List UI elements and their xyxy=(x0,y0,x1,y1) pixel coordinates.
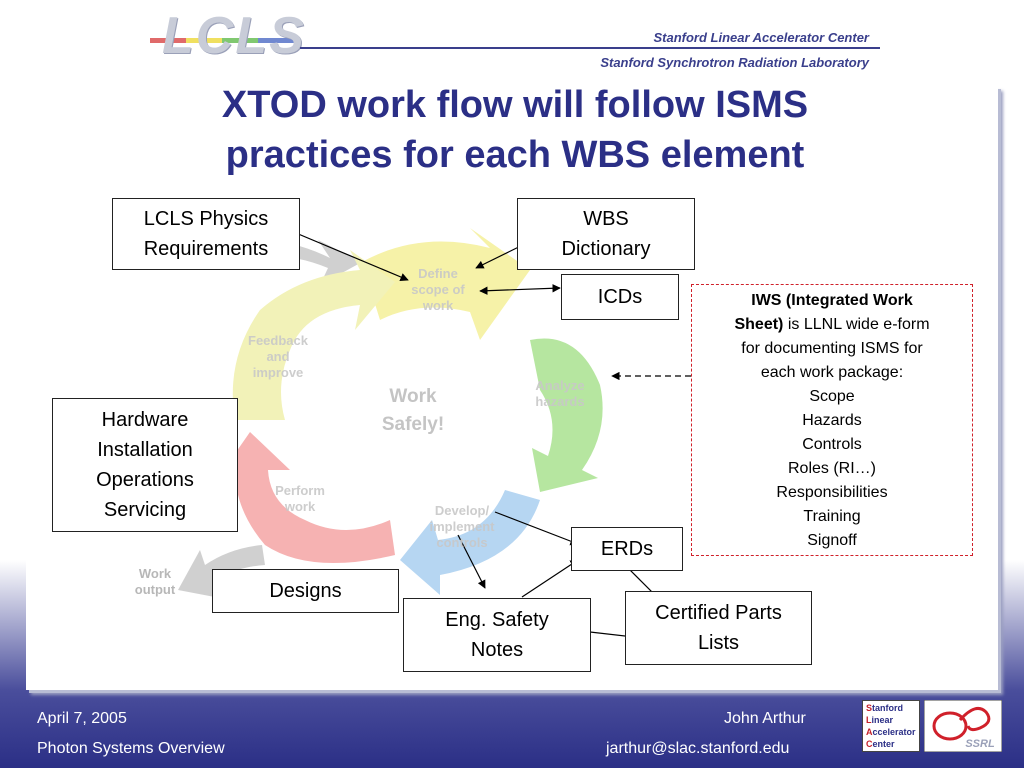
analyze-arrow-shape xyxy=(530,338,603,492)
output-label-2: output xyxy=(135,582,176,597)
logo-stripe-blue xyxy=(258,38,298,43)
iws-line-2: Sheet) is LLNL wide e-form xyxy=(692,313,972,337)
erds-label: ERDs xyxy=(600,538,654,560)
connector-develop-engsafety xyxy=(457,534,486,589)
center-label-1: Work xyxy=(389,386,437,407)
footer-date: April 7, 2005 xyxy=(37,710,127,727)
lcls-physics-box: LCLS Physics Requirements xyxy=(112,198,300,270)
ssrl-text: SSRL xyxy=(965,738,995,750)
iws-item: Hazards xyxy=(802,412,862,429)
hardware-line-3: Operations xyxy=(96,469,194,491)
icds-label: ICDs xyxy=(597,286,643,308)
org-slac: Stanford Linear Accelerator Center xyxy=(653,30,869,45)
hardware-line-1: Hardware xyxy=(101,409,189,431)
connector-define-icds xyxy=(479,284,561,295)
logo-stripe-green xyxy=(222,38,262,43)
output-label-1: Work xyxy=(139,566,172,581)
iws-line-2-rest: is LLNL wide e-form xyxy=(783,316,930,333)
hardware-box: Hardware Installation Operations Servici… xyxy=(52,398,238,532)
slac-logo-row-3: Accelerator xyxy=(866,727,916,737)
perform-arrow-shape xyxy=(218,432,395,563)
slac-logo: Stanford Linear Accelerator Center xyxy=(862,700,920,752)
logo-stripe-red xyxy=(150,38,190,43)
designs-box: Designs xyxy=(212,569,399,613)
footer-email: jarthur@slac.stanford.edu xyxy=(606,740,790,757)
org-ssrl: Stanford Synchrotron Radiation Laborator… xyxy=(600,55,869,70)
ssrl-logo: SSRL xyxy=(924,700,1002,752)
designs-label: Designs xyxy=(269,580,342,602)
lcls-physics-line-2: Requirements xyxy=(143,238,269,260)
certified-parts-box: Certified Parts Lists xyxy=(625,591,812,665)
connector-develop-erds xyxy=(494,511,579,546)
wbs-dictionary-box: WBS Dictionary xyxy=(517,198,695,270)
develop-label-1: Develop/ xyxy=(435,503,490,518)
certified-line-2: Lists xyxy=(697,632,740,654)
feedback-label-3: improve xyxy=(253,365,304,380)
wbs-line-2: Dictionary xyxy=(561,238,651,260)
footer-author: John Arthur xyxy=(724,710,806,727)
iws-line-1: IWS (Integrated Work xyxy=(692,289,972,313)
iws-item: Training xyxy=(803,508,861,525)
develop-label-3: controls xyxy=(436,535,487,550)
define-label-3: work xyxy=(422,298,454,313)
slac-logo-row-2: Linear xyxy=(866,715,894,725)
slac-logo-row-1: Stanford xyxy=(866,703,904,713)
wbs-line-1: WBS xyxy=(583,208,629,230)
iws-bold-1: IWS (Integrated Work xyxy=(751,292,913,309)
connector-lcls-to-define xyxy=(283,227,409,281)
eng-safety-line-1: Eng. Safety xyxy=(445,609,549,631)
iws-item: Scope xyxy=(809,388,855,405)
logo-stripe-yellow xyxy=(186,38,226,43)
hardware-line-2: Installation xyxy=(97,439,193,461)
iws-line-4: each work package: xyxy=(760,364,904,381)
iws-item: Roles (RI…) xyxy=(787,460,876,477)
footer-subject: Photon Systems Overview xyxy=(37,740,225,757)
iws-item: Signoff xyxy=(807,532,857,549)
eng-safety-box: Eng. Safety Notes xyxy=(403,598,591,672)
eng-safety-line-2: Notes xyxy=(470,639,524,661)
slide-header: LCLS Stanford Linear Accelerator Center … xyxy=(0,0,1024,80)
header-rule-top xyxy=(300,47,880,49)
iws-item: Responsibilities xyxy=(776,484,888,501)
center-label-2: Safely! xyxy=(382,414,444,435)
perform-label-2: work xyxy=(284,499,316,514)
analyze-label-1: Analyze xyxy=(535,378,584,393)
iws-line-3: for documenting ISMS for xyxy=(741,340,923,357)
feedback-arrow-shape xyxy=(232,250,395,420)
icds-box: ICDs xyxy=(561,274,679,320)
analyze-label-2: hazards xyxy=(535,394,584,409)
perform-label-1: Perform xyxy=(275,483,325,498)
title-line-2: practices for each WBS element xyxy=(225,134,805,176)
lcls-physics-line-1: LCLS Physics xyxy=(143,208,269,230)
iws-description-box: IWS (Integrated Work Sheet) is LLNL wide… xyxy=(691,284,973,556)
define-label-2: scope of xyxy=(411,282,465,297)
connector-engsafety-erds xyxy=(521,559,579,598)
iws-item: Controls xyxy=(802,436,862,453)
define-label-1: Define xyxy=(418,266,458,281)
certified-line-1: Certified Parts xyxy=(655,602,782,624)
lcls-logo: LCLS xyxy=(162,7,306,65)
hardware-line-4: Servicing xyxy=(103,499,187,521)
erds-box: ERDs xyxy=(571,527,683,571)
slac-logo-row-4: Center xyxy=(866,739,895,749)
slide-title: XTOD work flow will follow ISMS practice… xyxy=(100,80,930,180)
title-line-1: XTOD work flow will follow ISMS xyxy=(221,84,809,126)
feedback-label-1: Feedback xyxy=(248,333,309,348)
develop-label-2: implement xyxy=(429,519,495,534)
feedback-label-2: and xyxy=(266,349,289,364)
iws-bold-2: Sheet) xyxy=(734,316,784,333)
